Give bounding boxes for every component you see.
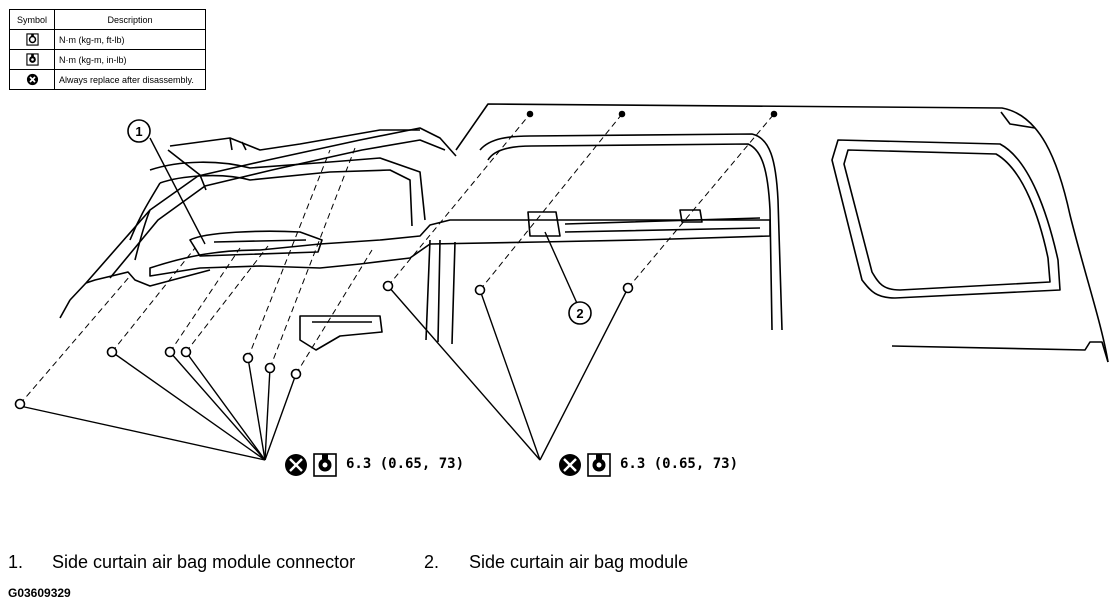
torque-wrench-ft-lb-icon xyxy=(25,33,39,46)
figure-id: G03609329 xyxy=(8,586,71,600)
caption-1-number: 1. xyxy=(8,552,24,572)
vehicle-body-outline xyxy=(59,103,1109,363)
symbol-legend-table: Symbol Description N·m (kg-m, ft-lb) N·m… xyxy=(9,9,206,90)
bolt-axis-lines xyxy=(19,113,775,405)
torque-wrench-in-lb-icon xyxy=(587,453,611,477)
caption-2-number: 2. xyxy=(424,552,440,572)
callout-2-label: 2 xyxy=(576,306,583,321)
bolt-heads xyxy=(14,110,778,410)
legend-header-row: Symbol Description xyxy=(9,9,206,30)
torque-spec-left-symbols xyxy=(285,453,337,477)
caption-1-text: Side curtain air bag module connector xyxy=(52,552,356,572)
legend-row: N·m (kg-m, in-lb) xyxy=(9,49,206,70)
callout-2: 2 xyxy=(568,301,592,325)
torque-wrench-in-lb-icon xyxy=(25,53,39,66)
legend-row-text: Always replace after disassembly. xyxy=(54,69,206,90)
torque-spec-left: 6.3 (0.65, 73) xyxy=(346,456,465,472)
torque-spec-right: 6.3 (0.65, 73) xyxy=(620,456,739,472)
torque-wrench-in-lb-icon xyxy=(313,453,337,477)
legend-row: Always replace after disassembly. xyxy=(9,69,206,90)
leader-lines xyxy=(19,137,629,461)
caption-2-text: Side curtain air bag module xyxy=(469,552,689,572)
torque-spec-right-symbols xyxy=(559,453,611,477)
replace-part-icon xyxy=(26,73,38,86)
callout-1-label: 1 xyxy=(135,124,142,139)
callout-1: 1 xyxy=(127,119,151,143)
